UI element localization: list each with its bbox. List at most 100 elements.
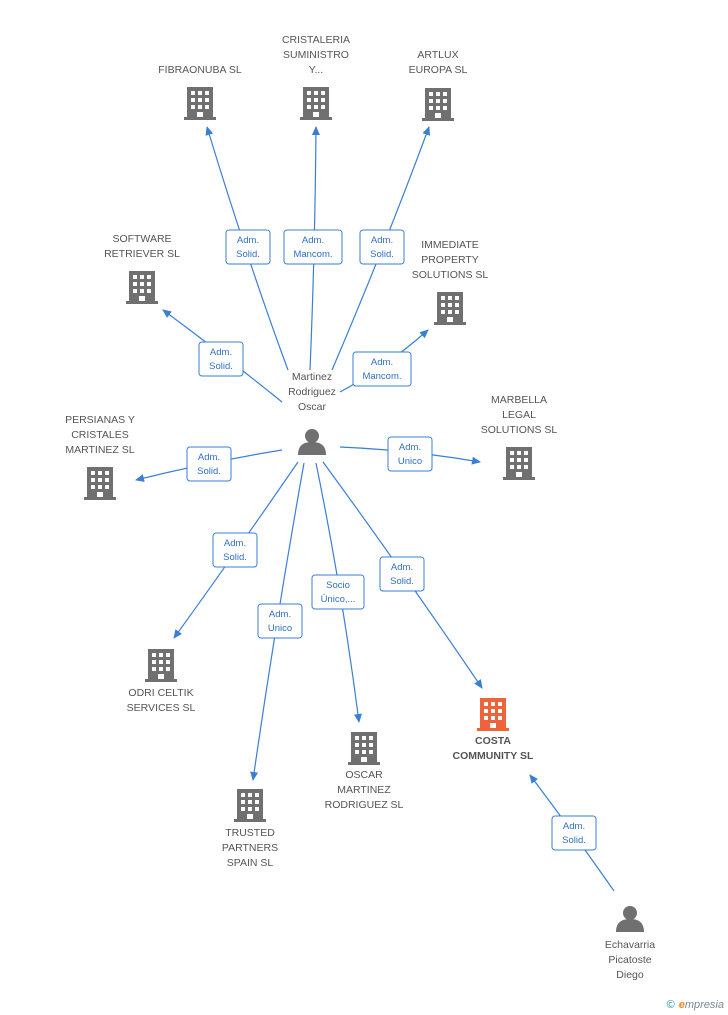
edge-label-box xyxy=(359,229,405,265)
node-software[interactable]: SOFTWARE RETRIEVER SL xyxy=(104,233,180,304)
edge-label-echavarria-costa[interactable]: Adm. Solid. xyxy=(551,815,597,851)
edge-label-center-immediate[interactable]: Adm. Mancom. xyxy=(352,351,412,387)
edge-label-center-cristaleria[interactable]: Adm.Mancom. xyxy=(283,229,343,265)
edge-label-center-oscar[interactable]: SocioÚnico,... xyxy=(311,574,365,610)
edge-label-line: Adm. xyxy=(391,562,413,573)
node-label-line: COMMUNITY SL xyxy=(453,750,534,762)
building-icon xyxy=(84,467,116,500)
copyright-icon: © xyxy=(666,999,675,1011)
building-icon xyxy=(477,698,509,731)
building-icon xyxy=(184,87,216,120)
edge-label-center-artlux[interactable]: Adm. Solid. xyxy=(359,229,405,265)
building-icon xyxy=(300,87,332,120)
node-label-line: Y... xyxy=(309,64,323,76)
person-icon xyxy=(298,429,326,455)
edge-label-box xyxy=(225,229,271,265)
node-label-line: PERSIANAS Y xyxy=(65,414,135,426)
node-label-line: Martinez xyxy=(292,371,332,383)
node-label-line: OSCAR xyxy=(345,769,383,781)
edge-label-line: Adm. xyxy=(269,609,291,620)
edge-label-box xyxy=(352,351,412,387)
edge-label-line: Socio xyxy=(326,580,350,591)
node-fibraonuba[interactable]: FIBRAONUBA SL xyxy=(158,64,242,120)
edge-label-line: Solid. xyxy=(370,249,394,260)
node-label-line: FIBRAONUBA SL xyxy=(158,64,242,76)
edge-label-box xyxy=(379,556,425,592)
edge-label-center-odri[interactable]: Adm. Solid. xyxy=(212,532,258,568)
edge-label-line: Adm. xyxy=(237,235,259,246)
building-icon xyxy=(126,271,158,304)
edge-label-line: Solid. xyxy=(223,552,247,563)
edge-label-center-costa[interactable]: Adm. Solid. xyxy=(379,556,425,592)
node-label-line: SUMINISTRO xyxy=(283,49,349,61)
node-label-line: SOLUTIONS SL xyxy=(412,269,489,281)
edge-label-box xyxy=(212,532,258,568)
brand-name: mpresia xyxy=(684,999,724,1011)
node-cristaleria[interactable]: CRISTALERIA SUMINISTRO Y... xyxy=(282,34,350,120)
edge-label-line: Adm. xyxy=(563,821,585,832)
node-label-line: Echavarria xyxy=(605,939,655,951)
brand-initial: e xyxy=(678,999,685,1011)
edge-label-box xyxy=(186,446,232,482)
edge-label-center-software[interactable]: Adm.Solid. xyxy=(198,341,244,377)
node-label-line: CRISTALES xyxy=(71,429,129,441)
node-label-line: MARBELLA xyxy=(491,394,547,406)
node-label-line: Rodriguez xyxy=(288,386,336,398)
edge-label-line: Solid. xyxy=(562,835,586,846)
node-label-line: PARTNERS xyxy=(222,842,278,854)
node-label-line: Picatoste xyxy=(608,954,651,966)
edge-label-line: Adm. xyxy=(371,235,393,246)
node-label-line: ARTLUX xyxy=(417,49,458,61)
edge-label-line: Mancom. xyxy=(362,371,401,382)
node-label-line: TRUSTED xyxy=(225,827,275,839)
person-icon xyxy=(616,906,644,932)
node-label-line: RETRIEVER SL xyxy=(104,248,180,260)
node-persianas[interactable]: PERSIANAS Y CRISTALES MARTINEZ SL xyxy=(65,414,135,500)
building-icon xyxy=(234,789,266,822)
node-label-line: LEGAL xyxy=(502,409,536,421)
edge-label-center-fibraonuba[interactable]: Adm. Solid. xyxy=(225,229,271,265)
node-label-line: Diego xyxy=(616,969,644,981)
building-icon xyxy=(434,292,466,325)
node-label-line: MARTINEZ SL xyxy=(65,444,134,456)
edge-label-box xyxy=(198,341,244,377)
edge-label-line: Único,... xyxy=(321,594,356,605)
edge-label-center-persianas[interactable]: Adm. Solid. xyxy=(186,446,232,482)
edge-label-line: Solid. xyxy=(209,361,233,372)
edge-label-box xyxy=(311,574,365,610)
edge-label-line: Solid. xyxy=(236,249,260,260)
node-label-line: CRISTALERIA xyxy=(282,34,350,46)
building-icon xyxy=(503,447,535,480)
edge-label-box xyxy=(387,436,433,472)
edge-label-line: Adm. xyxy=(302,235,324,246)
edge-label-line: Adm. xyxy=(371,357,393,368)
edge-label-line: Adm. xyxy=(224,538,246,549)
node-costa[interactable]: COSTA COMMUNITY SL xyxy=(453,698,534,762)
edge-label-center-marbella[interactable]: Adm. Unico xyxy=(387,436,433,472)
node-label-line: SOFTWARE xyxy=(112,233,171,245)
node-label-line: COSTA xyxy=(475,735,511,747)
edge-label-line: Solid. xyxy=(390,576,414,587)
edge-label-line: Unico xyxy=(398,456,422,467)
node-label-line: PROPERTY xyxy=(421,254,479,266)
edge-labels-layer: Adm. Solid. Adm. Mancom. Adm. Solid. Adm. Solid… xyxy=(186,229,597,851)
edge-label-box xyxy=(551,815,597,851)
edge-label-box xyxy=(257,603,303,639)
edge-label-line: Adm. xyxy=(198,452,220,463)
node-label-line: MARTINEZ xyxy=(337,784,391,796)
edge-label-line: Solid. xyxy=(197,466,221,477)
node-label-line: SERVICES SL xyxy=(127,702,196,714)
edge-label-center-trusted[interactable]: Adm.Unico xyxy=(257,603,303,639)
footer-brand[interactable]: ©empresia xyxy=(667,999,724,1011)
edge-label-line: Adm. xyxy=(399,442,421,453)
node-label-line: Oscar xyxy=(298,401,327,413)
